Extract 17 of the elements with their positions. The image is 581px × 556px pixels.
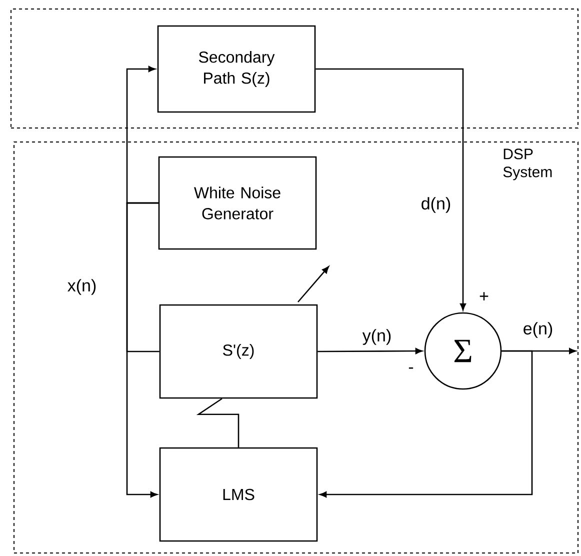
block-box: Secondary Path S(z) [157,25,316,113]
signal-label: x(n) [68,279,96,295]
block-box: LMS [159,447,318,542]
block-box: S'(z) [159,304,318,399]
sign-label: - [408,367,414,369]
summing-junction: Σ [424,312,502,390]
arrow [126,66,158,204]
arrow [126,202,158,498]
arrow [316,68,466,310]
block-box: White Noise Generator [158,156,317,250]
edge-label: y(n) [361,328,393,346]
arrow [320,350,533,498]
edge-label: d(n) [420,196,452,214]
boundary-box [10,8,578,128]
sign-label: + [480,292,488,300]
edge-label: e(n) [522,321,554,339]
arrow [318,348,422,354]
